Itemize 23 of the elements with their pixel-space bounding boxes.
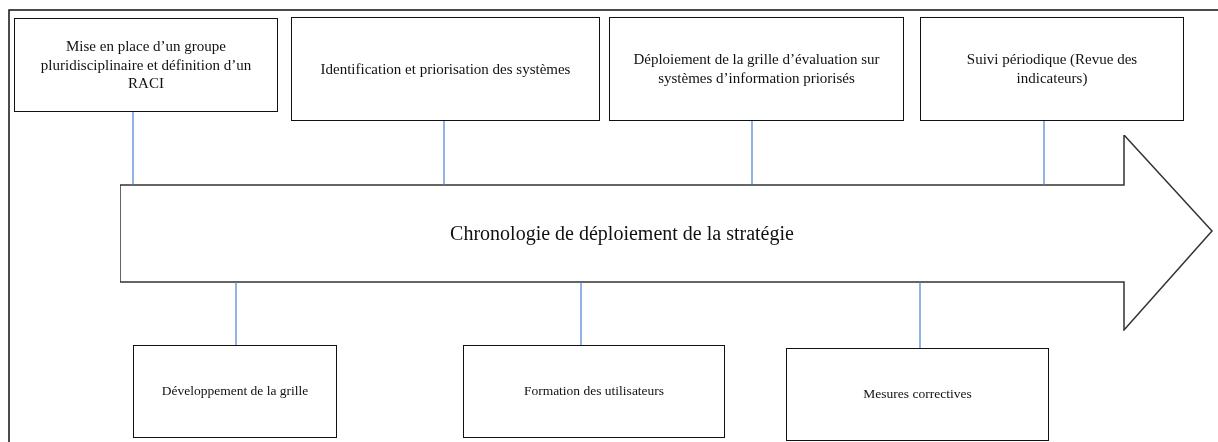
connector-line — [235, 281, 237, 346]
step-box — [14, 18, 278, 112]
step-box — [609, 17, 904, 121]
step-label: Formation des utilisateurs — [523, 383, 665, 400]
step-label: Suivi périodique (Revue des indicateurs) — [965, 50, 1139, 88]
step-label: Déploiement de la grille d’évaluation sur systèmes d’information priorisés — [632, 50, 881, 88]
connector-line — [580, 281, 582, 346]
step-box — [133, 345, 337, 438]
step-label: Mise en place d’un groupe pluridisciplinaire et définition d’un RACI — [39, 36, 253, 94]
step-box — [920, 17, 1184, 121]
connector-line — [443, 120, 445, 186]
timeline-title: Chronologie de déploiement de la stratégie — [450, 221, 794, 246]
connector-line — [919, 281, 921, 349]
connector-line — [751, 120, 753, 186]
step-label: Développement de la grille — [161, 383, 309, 400]
step-box — [463, 345, 725, 438]
step-label: Identification et priorisation des systèmes — [320, 59, 571, 79]
connector-line — [1043, 120, 1045, 186]
connector-line — [132, 111, 134, 186]
step-label: Mesures correctives — [863, 386, 972, 403]
step-box — [786, 348, 1049, 441]
timeline-arrow — [120, 135, 1214, 331]
step-box — [291, 17, 600, 121]
